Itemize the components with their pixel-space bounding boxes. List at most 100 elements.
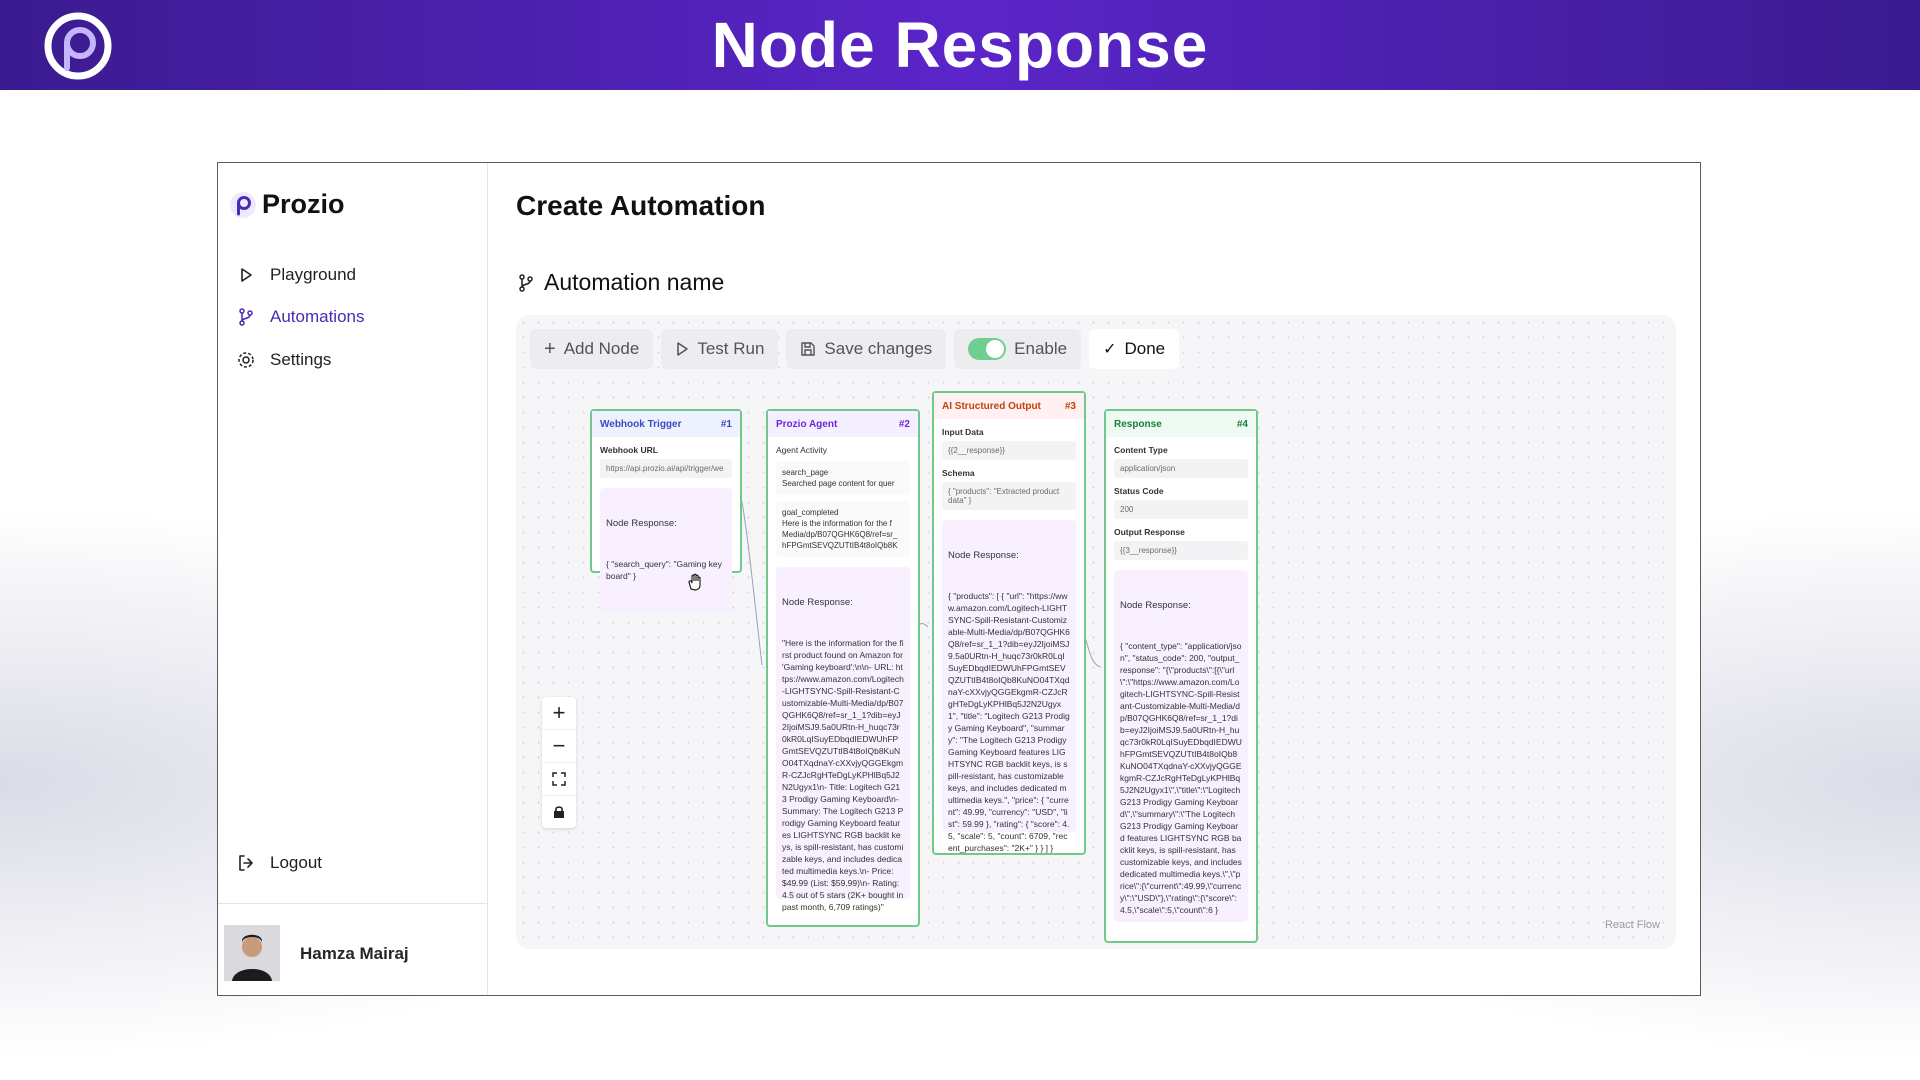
logout-button[interactable]: Logout	[236, 853, 322, 873]
node-title: AI Structured Output	[942, 400, 1041, 412]
node-response-label: Node Response:	[948, 550, 1019, 561]
enable-toggle[interactable]: Enable	[954, 329, 1082, 369]
sidebar: Prozio Playground Automations Settings L…	[218, 163, 488, 995]
node-ai-structured-output[interactable]: AI Structured Output #3 Input Data {{2__…	[932, 391, 1086, 855]
automation-name-label: Automation name	[544, 269, 725, 295]
sidebar-item-automations[interactable]: Automations	[236, 307, 365, 327]
node-response-value: { "products": [ { "url": "https://www.am…	[948, 591, 1070, 853]
flow-canvas[interactable]: + Add Node Test Run Save changes Enable ✓…	[516, 315, 1676, 949]
logout-label: Logout	[270, 853, 322, 872]
app-window: Prozio Playground Automations Settings L…	[217, 162, 1701, 996]
node-response-value: { "search_query": "Gaming keyboard" }	[606, 559, 722, 581]
divider	[218, 903, 488, 904]
node-response-label: Node Response:	[782, 597, 853, 608]
node-header: Webhook Trigger #1	[592, 411, 740, 437]
banner: Node Response	[0, 0, 1920, 90]
done-label: Done	[1124, 339, 1166, 358]
output-response-field[interactable]: {{3__response}}	[1114, 541, 1248, 560]
page-title: Create Automation	[516, 190, 766, 221]
webhook-url-field[interactable]: https://api.prozio.ai/api/trigger/we	[600, 459, 732, 478]
play-icon	[241, 268, 252, 282]
save-changes-button[interactable]: Save changes	[786, 329, 947, 369]
zoom-controls: + −	[542, 697, 576, 828]
node-title: Prozio Agent	[776, 418, 838, 430]
test-run-button[interactable]: Test Run	[661, 329, 779, 369]
agent-activity-label: Agent Activity	[776, 445, 828, 455]
node-number: #4	[1236, 418, 1248, 430]
add-node-label: Add Node	[563, 339, 640, 358]
save-icon	[801, 342, 816, 356]
prozio-logo-icon	[44, 12, 112, 80]
check-icon: ✓	[1103, 341, 1117, 358]
schema-field[interactable]: { "products": "Extracted product data" }	[942, 482, 1076, 510]
node-title: Response	[1114, 418, 1162, 430]
prozio-logo-icon	[230, 191, 256, 218]
node-response-label: Node Response:	[1120, 600, 1191, 611]
lock-icon	[554, 806, 564, 818]
activity-text: Searched page content for quer	[782, 479, 895, 488]
node-number: #2	[898, 418, 910, 430]
edge-1-2	[739, 492, 763, 666]
node-response: Node Response: { "search_query": "Gaming…	[600, 488, 732, 612]
enable-label: Enable	[1014, 339, 1068, 358]
node-response: Node Response: { "content_type": "applic…	[1114, 570, 1248, 922]
field-label: Content Type	[1114, 445, 1168, 455]
play-icon	[677, 342, 689, 356]
content-type-field[interactable]: application/json	[1114, 459, 1248, 478]
toggle-switch[interactable]	[968, 338, 1007, 360]
branch-icon	[239, 308, 253, 326]
zoom-in-button[interactable]: +	[542, 697, 576, 730]
agent-activity-item: search_page Searched page content for qu…	[776, 461, 910, 495]
node-prozio-agent[interactable]: Prozio Agent #2 Agent Activity search_pa…	[766, 409, 920, 927]
user-name: Hamza Mairaj	[300, 944, 409, 963]
node-header: AI Structured Output #3	[934, 393, 1084, 419]
gear-icon	[238, 352, 254, 368]
sidebar-item-label: Automations	[270, 307, 365, 326]
sidebar-item-settings[interactable]: Settings	[236, 350, 331, 370]
node-header: Prozio Agent #2	[768, 411, 918, 437]
sidebar-item-label: Settings	[270, 350, 332, 369]
node-webhook-trigger[interactable]: Webhook Trigger #1 Webhook URL https://a…	[590, 409, 742, 612]
save-changes-label: Save changes	[824, 339, 933, 358]
avatar[interactable]	[224, 925, 280, 981]
done-button[interactable]: ✓ Done	[1089, 329, 1180, 369]
agent-activity-item: goal_completed Here is the information f…	[776, 501, 910, 557]
node-response-label: Node Response:	[606, 518, 677, 529]
field-label: Status Code	[1114, 486, 1164, 496]
sidebar-item-playground[interactable]: Playground	[236, 265, 356, 285]
node-header: Response #4	[1106, 411, 1256, 437]
toolbar: + Add Node Test Run Save changes Enable ✓…	[530, 329, 1180, 369]
field-label: Webhook URL	[600, 445, 658, 455]
fit-view-button[interactable]	[542, 763, 576, 796]
fit-view-icon	[552, 772, 566, 786]
activity-title: goal_completed	[782, 508, 839, 517]
add-node-button[interactable]: + Add Node	[530, 329, 654, 369]
lock-button[interactable]	[542, 796, 576, 828]
banner-title: Node Response	[711, 9, 1209, 81]
field-label: Schema	[942, 468, 975, 478]
hand-cursor-icon	[688, 573, 701, 591]
field-label: Output Response	[1114, 527, 1185, 537]
plus-icon: +	[544, 337, 556, 360]
node-number: #3	[1064, 400, 1076, 412]
zoom-out-button[interactable]: −	[542, 730, 576, 763]
status-code-field[interactable]: 200	[1114, 500, 1248, 519]
main-content: Create Automation Automation name + Add N…	[488, 163, 1700, 995]
node-response-value: "Here is the information for the first p…	[782, 638, 906, 912]
field-label: Input Data	[942, 427, 984, 437]
brand[interactable]: Prozio	[228, 189, 345, 220]
node-response: Node Response: "Here is the information …	[776, 567, 910, 912]
activity-text: Here is the information for the f Media/…	[782, 519, 898, 550]
node-number: #1	[720, 418, 732, 430]
automation-name[interactable]: Automation name	[518, 269, 724, 296]
node-response-value: { "content_type": "application/json", "s…	[1120, 641, 1245, 915]
logout-icon	[239, 855, 253, 871]
activity-title: search_page	[782, 468, 829, 477]
test-run-label: Test Run	[697, 339, 765, 358]
input-data-field[interactable]: {{2__response}}	[942, 441, 1076, 460]
branch-icon	[519, 273, 533, 292]
brand-name: Prozio	[262, 189, 345, 219]
node-response[interactable]: Response #4 Content Type application/jso…	[1104, 409, 1258, 943]
react-flow-attribution[interactable]: React Flow	[1604, 919, 1660, 931]
sidebar-item-label: Playground	[270, 265, 357, 284]
